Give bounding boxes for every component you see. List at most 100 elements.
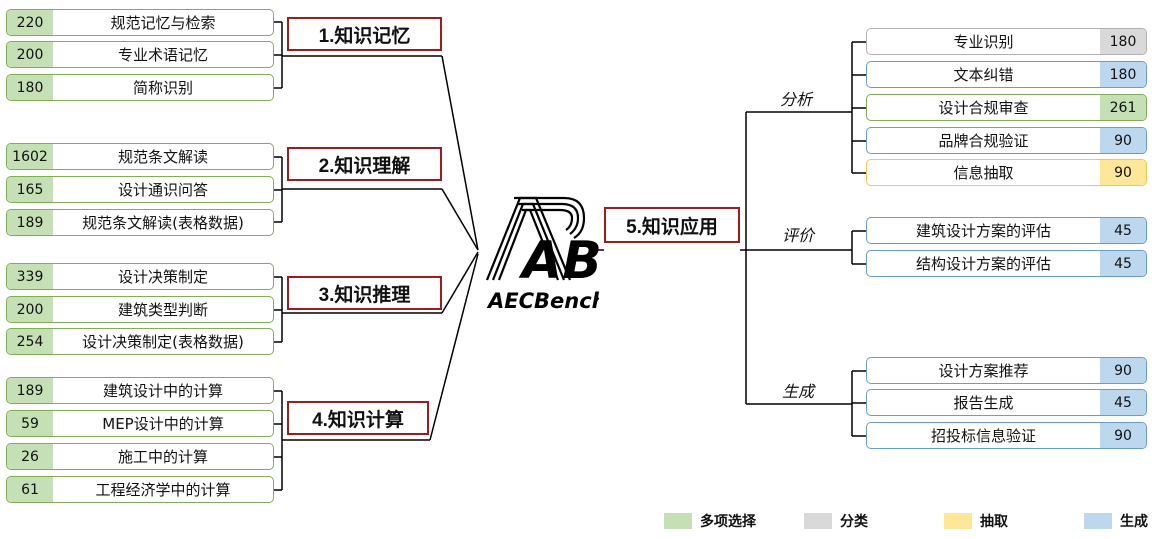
task-item: 165 设计通识问答: [6, 176, 274, 203]
task-count: 189: [7, 378, 53, 403]
task-count: 45: [1100, 390, 1146, 415]
group-label-evaluation: 评价: [782, 226, 815, 245]
legend-label: 多项选择: [700, 514, 756, 530]
task-item: 339 设计决策制定: [6, 263, 274, 290]
task-item: 品牌合规验证 90: [866, 127, 1147, 154]
category-knowledge-understanding: 2.知识理解: [287, 147, 442, 181]
task-item: 26 施工中的计算: [6, 443, 274, 470]
legend-multiple-choice: 多项选择: [664, 511, 756, 531]
task-item: 设计方案推荐 90: [866, 357, 1147, 384]
task-item: 189 建筑设计中的计算: [6, 377, 274, 404]
task-count: 165: [7, 177, 53, 202]
task-label: 招投标信息验证: [930, 427, 1036, 445]
task-count: 45: [1100, 218, 1146, 243]
task-label: 设计方案推荐: [938, 362, 1029, 380]
task-item: 信息抽取 90: [866, 159, 1147, 186]
task-item: 189 规范条文解读(表格数据): [6, 209, 274, 236]
task-item: 专业识别 180: [866, 28, 1147, 55]
task-count: 200: [7, 297, 53, 322]
task-count: 26: [7, 444, 53, 469]
legend-label: 抽取: [980, 514, 1008, 530]
task-label: 工程经济学中的计算: [95, 481, 231, 499]
task-item: 61 工程经济学中的计算: [6, 476, 274, 503]
task-count: 339: [7, 264, 53, 289]
legend-swatch: [664, 513, 692, 529]
connector-line: [274, 276, 283, 343]
category-knowledge-reasoning: 3.知识推理: [287, 276, 442, 310]
category-knowledge-memory: 1.知识记忆: [287, 17, 442, 51]
legend-swatch: [1084, 513, 1112, 529]
task-count: 189: [7, 210, 53, 235]
task-label: 专业识别: [953, 33, 1014, 51]
legend-label: 分类: [840, 514, 868, 530]
task-label: 建筑设计中的计算: [102, 382, 223, 400]
task-count: 261: [1100, 95, 1146, 120]
task-item: 200 专业术语记忆: [6, 41, 274, 68]
group-label-analysis: 分析: [780, 90, 813, 109]
task-label: 专业术语记忆: [117, 46, 208, 64]
task-label: 设计通识问答: [117, 181, 208, 199]
task-count: 90: [1100, 128, 1146, 153]
task-label: 设计决策制定: [117, 268, 208, 286]
task-count: 45: [1100, 251, 1146, 276]
task-count: 180: [1100, 29, 1146, 54]
task-item: 报告生成 45: [866, 389, 1147, 416]
task-count: 200: [7, 42, 53, 67]
connector-line: [274, 21, 283, 89]
task-count: 180: [7, 75, 53, 100]
task-item: 254 设计决策制定(表格数据): [6, 328, 274, 355]
task-count: 1602: [7, 144, 53, 169]
connector-line: [851, 41, 866, 174]
task-label: 信息抽取: [953, 164, 1014, 182]
task-label: 规范记忆与检索: [110, 14, 216, 32]
legend-extraction: 抽取: [944, 511, 1008, 531]
task-label: 品牌合规验证: [938, 132, 1029, 150]
task-count: 61: [7, 477, 53, 502]
group-label-generation: 生成: [782, 382, 815, 401]
task-label: 施工中的计算: [117, 448, 208, 466]
task-label: 建筑类型判断: [117, 301, 208, 319]
connector-line: [441, 251, 479, 314]
task-item: 1602 规范条文解读: [6, 143, 274, 170]
task-count: 220: [7, 10, 53, 35]
task-count: 90: [1100, 423, 1146, 448]
task-label: 规范条文解读(表格数据): [82, 214, 244, 232]
task-label: 报告生成: [953, 394, 1014, 412]
aecbench-logo: AB AECBench: [484, 196, 607, 318]
task-count: 254: [7, 329, 53, 354]
task-count: 59: [7, 411, 53, 436]
connector-line: [274, 156, 283, 223]
task-label: 简称识别: [132, 79, 193, 97]
connector-line: [441, 55, 479, 251]
task-label: 规范条文解读: [117, 148, 208, 166]
task-count: 90: [1100, 160, 1146, 185]
connector-line: [851, 230, 866, 265]
legend-label: 生成: [1120, 514, 1148, 530]
task-label: MEP设计中的计算: [102, 415, 224, 433]
task-label: 设计合规审查: [938, 99, 1029, 117]
task-count: 180: [1100, 62, 1146, 87]
legend-classification: 分类: [804, 511, 868, 531]
logo-text: AECBench: [486, 289, 599, 313]
connector-line: [851, 370, 866, 437]
legend-swatch: [944, 513, 972, 529]
task-item: 文本纠错 180: [866, 61, 1147, 88]
task-label: 设计决策制定(表格数据): [82, 333, 244, 351]
connector-line: [441, 188, 479, 251]
task-count: 90: [1100, 358, 1146, 383]
connector-line: [429, 253, 479, 441]
task-item: 59 MEP设计中的计算: [6, 410, 274, 437]
task-item: 180 简称识别: [6, 74, 274, 101]
task-item: 建筑设计方案的评估 45: [866, 217, 1147, 244]
logo-mark: AB: [518, 231, 599, 291]
connector-line: [274, 390, 283, 491]
task-label: 文本纠错: [953, 66, 1014, 84]
task-item: 220 规范记忆与检索: [6, 9, 274, 36]
legend-swatch: [804, 513, 832, 529]
task-label: 建筑设计方案的评估: [915, 222, 1051, 240]
category-knowledge-calculation: 4.知识计算: [287, 401, 429, 435]
category-knowledge-application: 5.知识应用: [604, 207, 740, 243]
task-item: 200 建筑类型判断: [6, 296, 274, 323]
